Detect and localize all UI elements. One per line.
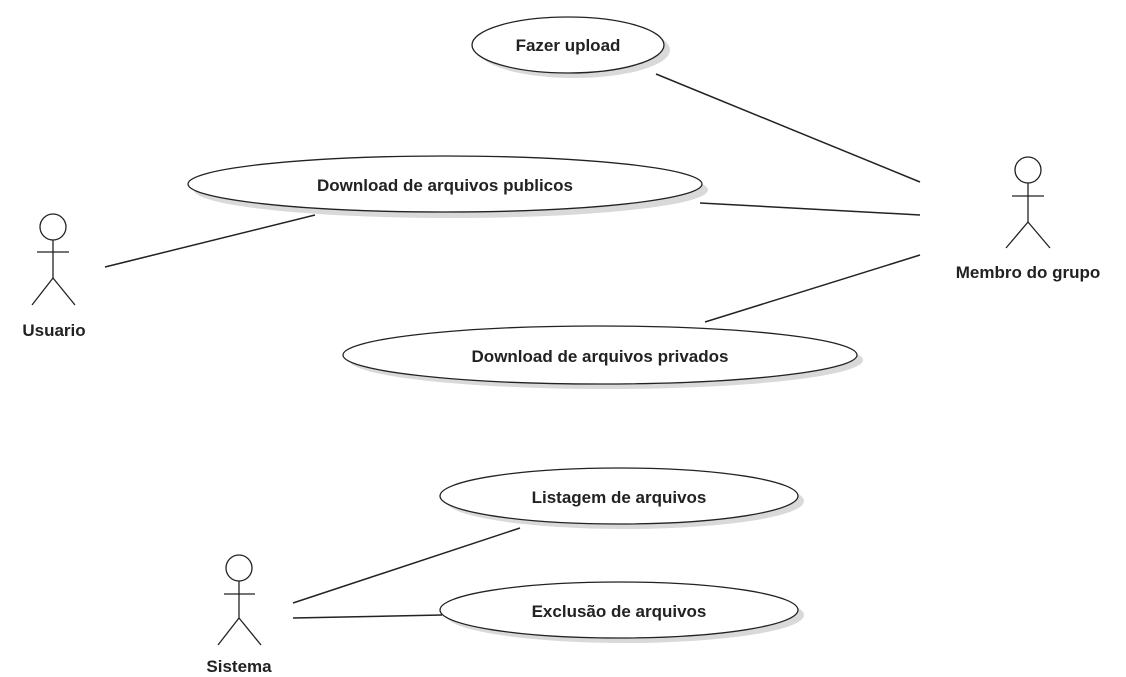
- association-usuario-public-download: [104, 214, 316, 268]
- actor-usuario[interactable]: Usuario: [22, 213, 86, 340]
- use-case-public-download[interactable]: Download de arquivos publicos: [187, 155, 708, 218]
- association-membro-public-download: [699, 202, 921, 216]
- associations: [104, 73, 921, 619]
- association-sistema-deletion: [292, 614, 443, 619]
- use-case-listing[interactable]: Listagem de arquivos: [439, 467, 804, 529]
- actor-label: Sistema: [206, 657, 272, 676]
- use-case-upload[interactable]: Fazer upload: [471, 16, 670, 78]
- use-case-private-download[interactable]: Download de arquivos privados: [342, 325, 863, 389]
- actor-sistema[interactable]: Sistema: [206, 554, 272, 676]
- association-membro-private-download: [704, 254, 921, 323]
- actor-label: Usuario: [22, 321, 85, 340]
- use-case-label: Listagem de arquivos: [532, 488, 707, 507]
- use-case-deletion[interactable]: Exclusão de arquivos: [439, 581, 804, 643]
- actor-membro-do-grupo[interactable]: Membro do grupo: [956, 156, 1100, 282]
- stick-figure-icon: [217, 554, 262, 646]
- stick-figure-icon: [1005, 156, 1051, 249]
- use-case-label: Download de arquivos publicos: [317, 176, 573, 195]
- association-membro-upload: [655, 73, 921, 183]
- use-case-label: Fazer upload: [516, 36, 621, 55]
- use-case-label: Exclusão de arquivos: [532, 602, 707, 621]
- stick-figure-icon: [31, 213, 76, 306]
- use-case-label: Download de arquivos privados: [472, 347, 729, 366]
- actor-label: Membro do grupo: [956, 263, 1100, 282]
- association-sistema-listing: [292, 527, 521, 604]
